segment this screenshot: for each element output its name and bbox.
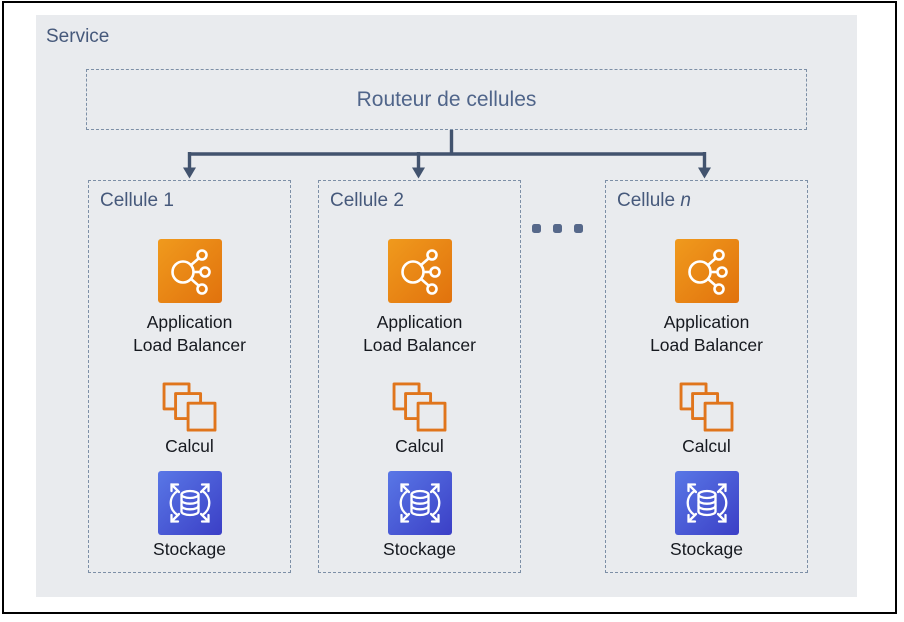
ellipsis-dots-icon <box>532 224 583 233</box>
compute-overlapping-squares-icon <box>162 382 218 432</box>
compute-label: Calcul <box>395 436 444 456</box>
load-balancer-label: Application Load Balancer <box>650 312 763 355</box>
ellipsis-dot <box>532 224 541 233</box>
storage-label: Stockage <box>670 539 743 559</box>
storage-label: Stockage <box>383 539 456 559</box>
application-load-balancer-icon <box>157 239 222 303</box>
load-balancer-label: Application Load Balancer <box>133 312 246 355</box>
compute-label: Calcul <box>682 436 731 456</box>
storage-scaling-database-icon <box>157 471 222 535</box>
cell-1-label: Cellule 1 <box>100 190 174 211</box>
compute-overlapping-squares-icon <box>679 382 735 432</box>
application-load-balancer-icon <box>387 239 452 303</box>
storage-label: Stockage <box>153 539 226 559</box>
cell-router-label: Routeur de cellules <box>356 87 537 111</box>
ellipsis-dot <box>574 224 583 233</box>
cell-1-box: Cellule 1 Application Load Balancer Calc… <box>88 180 291 573</box>
service-label: Service <box>46 26 110 47</box>
cell-2-label: Cellule 2 <box>330 190 404 211</box>
compute-overlapping-squares-icon <box>392 382 448 432</box>
storage-scaling-database-icon <box>674 471 739 535</box>
storage-scaling-database-icon <box>387 471 452 535</box>
ellipsis-dot <box>553 224 562 233</box>
load-balancer-label: Application Load Balancer <box>363 312 476 355</box>
cell-2-box: Cellule 2 Application Load Balancer Calc… <box>318 180 521 573</box>
cell-router-box: Routeur de cellules <box>86 69 807 130</box>
application-load-balancer-icon <box>674 239 739 303</box>
compute-label: Calcul <box>165 436 214 456</box>
